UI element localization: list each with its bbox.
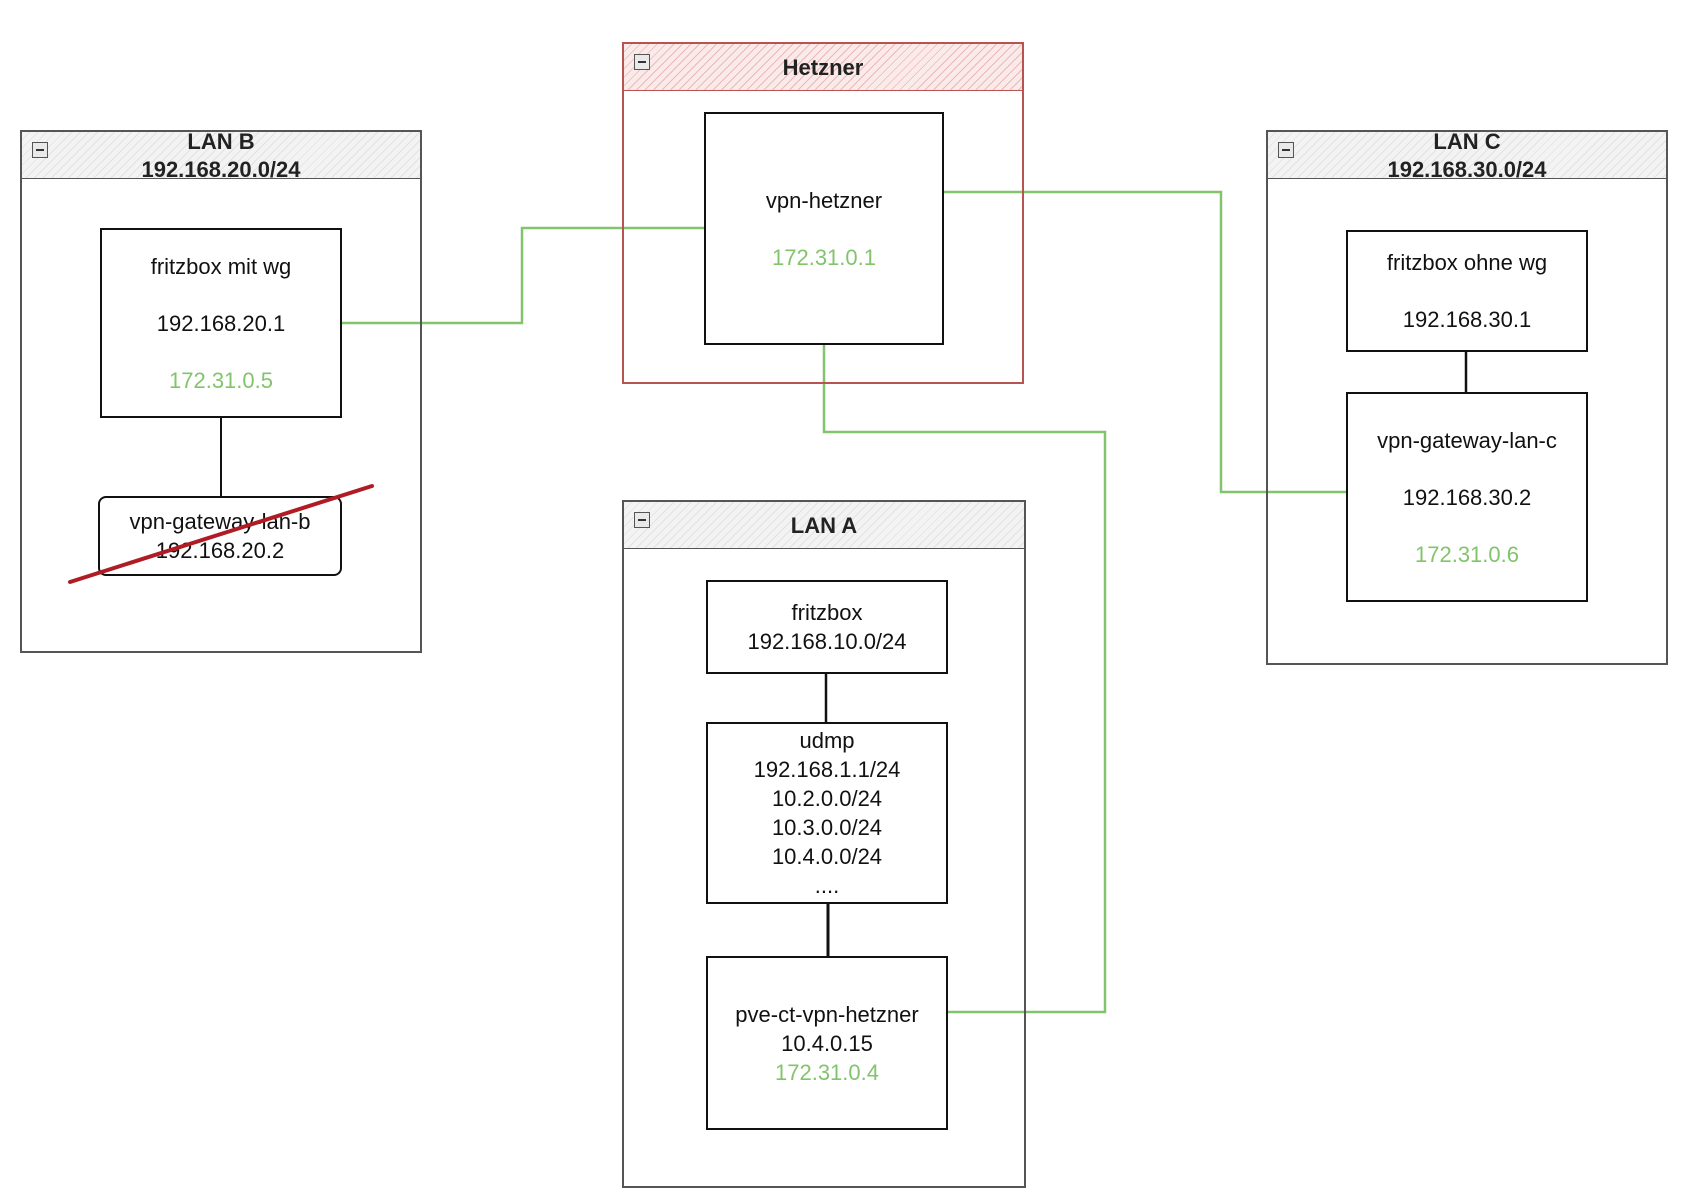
node-subnet: 10.3.0.0/24 xyxy=(771,815,883,840)
node-label: udmp xyxy=(799,728,855,753)
node-vpn-ip: 172.31.0.6 xyxy=(1415,541,1519,567)
group-lan-a[interactable]: LAN A xyxy=(622,500,1026,1188)
group-lan-b[interactable]: LAN B 192.168.20.0/24 xyxy=(20,129,422,653)
node-udmp[interactable]: udmp 192.168.1.1/24 10.2.0.0/24 10.3.0.0… xyxy=(706,722,948,904)
node-ip: 192.168.20.1 xyxy=(156,310,286,336)
node-ip: 10.4.0.15 xyxy=(781,1030,873,1056)
node-subnet: 10.2.0.0/24 xyxy=(771,786,883,811)
collapse-icon[interactable] xyxy=(1278,142,1294,158)
group-subnet: 192.168.20.0/24 xyxy=(141,157,301,182)
node-fritzbox[interactable]: fritzbox 192.168.10.0/24 xyxy=(706,580,948,674)
node-vpn-gateway-lan-c[interactable]: vpn-gateway-lan-c 192.168.30.2 172.31.0.… xyxy=(1346,392,1588,602)
group-title: LAN B xyxy=(187,129,255,154)
vpn-link-vpn-hetzner-to-pve-ct-vpn-hetzner xyxy=(822,345,1107,1014)
vpn-link-vpn-hetzner-to-vpn-gateway-lan-c xyxy=(944,190,1346,494)
node-label: pve-ct-vpn-hetzner xyxy=(735,1001,919,1027)
group-header: LAN C 192.168.30.0/24 xyxy=(1268,129,1666,182)
group-header: LAN A xyxy=(624,502,1024,549)
group-title: LAN A xyxy=(790,513,858,538)
node-label: vpn-gateway-lan-c xyxy=(1377,427,1557,453)
node-ip: 192.168.30.1 xyxy=(1402,307,1532,332)
node-vpn-ip: 172.31.0.4 xyxy=(775,1059,879,1085)
group-title: LAN C xyxy=(1433,129,1501,154)
node-label: fritzbox xyxy=(791,600,863,625)
node-subnet: 192.168.10.0/24 xyxy=(747,629,907,654)
node-subnet: 192.168.1.1/24 xyxy=(753,757,901,782)
group-lan-c[interactable]: LAN C 192.168.30.0/24 xyxy=(1266,129,1668,665)
node-fritzbox-mit-wg[interactable]: fritzbox mit wg 192.168.20.1 172.31.0.5 xyxy=(100,228,342,418)
vpn-link-fritzbox-mit-wg-to-vpn-hetzner xyxy=(342,226,704,325)
group-header: Hetzner xyxy=(624,44,1022,91)
node-ip: 192.168.20.2 xyxy=(155,538,285,563)
group-title: Hetzner xyxy=(782,55,864,80)
node-vpn-hetzner[interactable]: vpn-hetzner 172.31.0.1 xyxy=(704,112,944,345)
collapse-icon[interactable] xyxy=(32,142,48,158)
node-ip: 192.168.30.2 xyxy=(1402,484,1532,510)
node-vpn-ip: 172.31.0.5 xyxy=(169,367,273,393)
node-pve-ct-vpn-hetzner[interactable]: pve-ct-vpn-hetzner 10.4.0.15 172.31.0.4 xyxy=(706,956,948,1130)
node-label: fritzbox mit wg xyxy=(150,253,292,279)
group-header: LAN B 192.168.20.0/24 xyxy=(22,129,420,182)
collapse-icon[interactable] xyxy=(634,512,650,528)
collapse-icon[interactable] xyxy=(634,54,650,70)
group-hetzner[interactable]: Hetzner xyxy=(622,42,1024,384)
node-vpn-ip: 172.31.0.1 xyxy=(772,244,876,270)
node-label: vpn-hetzner xyxy=(765,187,883,213)
node-label: fritzbox ohne wg xyxy=(1386,250,1548,275)
group-subnet: 192.168.30.0/24 xyxy=(1387,157,1547,182)
strikethrough-mark xyxy=(68,484,374,584)
node-subnet: .... xyxy=(814,873,840,898)
node-fritzbox-ohne-wg[interactable]: fritzbox ohne wg 192.168.30.1 xyxy=(1346,230,1588,352)
node-subnet: 10.4.0.0/24 xyxy=(771,844,883,869)
